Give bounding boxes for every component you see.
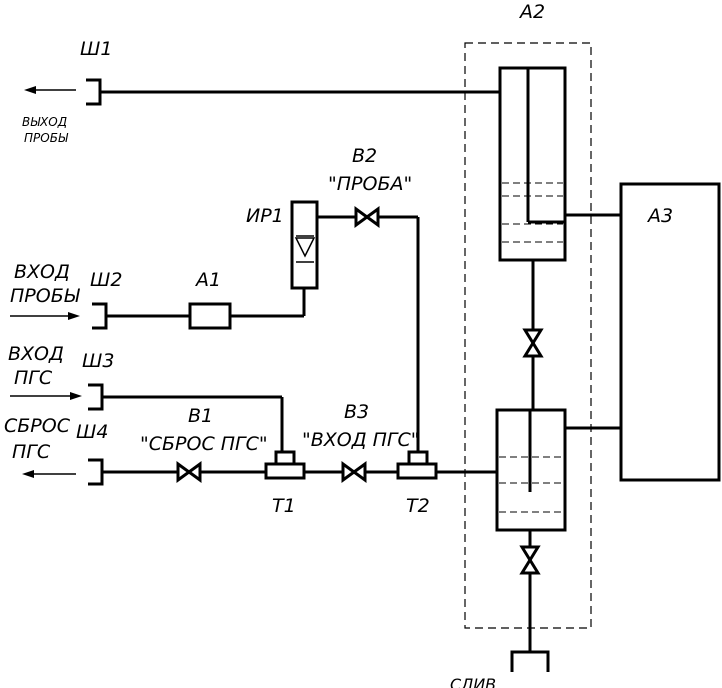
a2-enclosure	[464, 42, 592, 629]
connector-sh1	[86, 78, 102, 106]
label-pgs-in-1: ВХОД	[8, 343, 64, 365]
label-sh2: Ш2	[90, 269, 122, 291]
label-sh3: Ш3	[82, 350, 114, 372]
label-t2: Т2	[406, 495, 430, 517]
valve-vertical-lower	[519, 545, 541, 575]
tee-t2	[396, 450, 438, 480]
label-pgs-in-2: ПГС	[14, 367, 53, 389]
flow-meter-ir1	[290, 200, 319, 290]
a3-unit	[619, 182, 721, 482]
label-v3: В3	[344, 401, 369, 423]
valve-v3	[341, 461, 367, 483]
label-t1: Т1	[272, 495, 296, 517]
label-drain: СЛИВ	[450, 675, 496, 688]
label-v2-desc: "ПРОБА"	[328, 173, 412, 195]
label-ir1: ИР1	[246, 205, 284, 227]
tee-t1	[264, 450, 306, 480]
label-a2: А2	[518, 1, 545, 23]
connector-sh3	[88, 383, 104, 411]
label-v1-desc: "СБРОС ПГС"	[140, 433, 268, 455]
label-a1: А1	[194, 269, 221, 291]
filter-a1	[188, 302, 232, 330]
label-pgs-reset-1: СБРОС	[4, 415, 71, 437]
arrow-probe-in	[10, 312, 80, 320]
lower-vessel	[495, 408, 567, 532]
label-probe-in-1: ВХОД	[14, 261, 70, 283]
arrow-pgs-in	[10, 392, 82, 400]
label-v2: В2	[352, 145, 377, 167]
label-sh4: Ш4	[76, 421, 108, 443]
label-a3: А3	[646, 205, 673, 227]
upper-vessel	[498, 66, 567, 262]
label-probe-out-2: ПРОБЫ	[24, 131, 69, 145]
valve-v2	[354, 206, 380, 228]
arrow-probe-out	[24, 86, 76, 94]
label-v3-desc: "ВХОД ПГС"	[302, 429, 420, 451]
connector-sh4	[88, 458, 104, 486]
label-sh1: Ш1	[80, 38, 112, 60]
label-pgs-reset-2: ПГС	[12, 441, 51, 463]
valve-vertical-upper	[522, 328, 544, 358]
valve-v1	[176, 461, 202, 483]
label-v1: В1	[188, 405, 213, 427]
drain-outlet	[510, 650, 550, 672]
label-probe-in-2: ПРОБЫ	[10, 285, 81, 307]
arrow-pgs-reset	[22, 470, 76, 478]
label-probe-out-1: ВЫХОД	[22, 115, 67, 129]
connector-sh2	[92, 302, 108, 330]
